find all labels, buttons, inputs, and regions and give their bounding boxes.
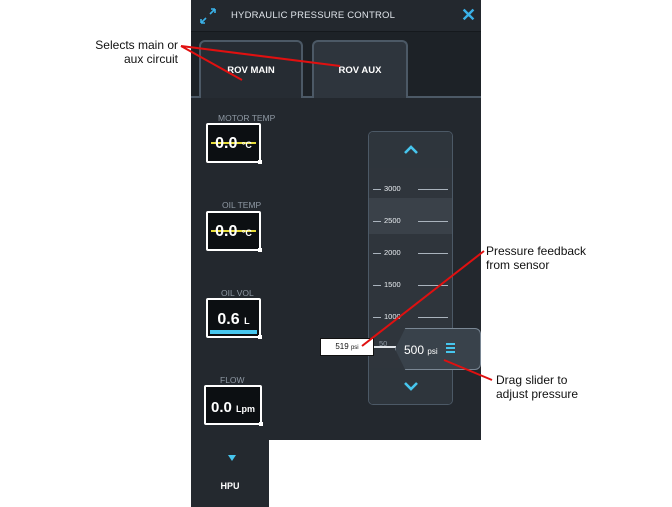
scale-tick: 2500 — [373, 216, 448, 226]
feedback-annotation-line2: from sensor — [486, 258, 550, 272]
slider-annotation: Drag slider to adjust pressure — [496, 373, 578, 401]
feedback-connector-line — [374, 346, 396, 348]
feedback-value: 519 — [335, 342, 349, 351]
pressure-feedback-box: 519 psi — [320, 338, 374, 356]
setpoint-value: 500 — [404, 343, 425, 357]
scale-tick: 1000 — [373, 312, 448, 322]
hpu-tab[interactable]: HPU — [191, 440, 269, 507]
slider-annotation-line1: Drag slider to — [496, 373, 568, 387]
oil-vol-value: 0.6 — [217, 311, 240, 328]
oil-vol-level — [210, 330, 257, 334]
hpu-label: HPU — [220, 481, 240, 491]
oil-temp-gauge: 0.0 °C — [206, 211, 262, 252]
motor-temp-value: 0.0 — [215, 135, 238, 152]
title-bar: HYDRAULIC PRESSURE CONTROL ✕ — [191, 0, 481, 32]
flow-gauge: 0.0 Lpm — [204, 385, 263, 426]
pressure-down-button[interactable] — [369, 368, 452, 404]
gauge-corner-dot — [258, 248, 262, 252]
oil-temp-label: OIL TEMP — [222, 200, 262, 210]
feedback-unit: psi — [350, 345, 359, 351]
scale-highlight-band — [369, 198, 452, 234]
feedback-annotation: Pressure feedback from sensor — [486, 244, 586, 272]
tabs-annotation-line2: aux circuit — [123, 52, 178, 66]
motor-temp-gauge: 0.0 °C — [206, 123, 262, 164]
scale-tick-label: 1500 — [384, 280, 401, 289]
scale-tick: 3000 — [373, 184, 448, 194]
tab-rov-aux[interactable]: ROV AUX — [312, 40, 408, 98]
setpoint-readout: 500 psi — [404, 343, 438, 357]
scale-tick-label: 2500 — [384, 216, 401, 225]
menu-icon[interactable] — [446, 343, 455, 353]
scale-tick: 2000 — [373, 248, 448, 258]
hydraulic-pressure-panel: HYDRAULIC PRESSURE CONTROL ✕ ROV MAIN RO… — [191, 0, 481, 440]
gauge-corner-dot — [259, 422, 263, 426]
pressure-up-button[interactable] — [369, 132, 452, 168]
oil-temp-line — [211, 230, 256, 232]
chevron-up-icon — [403, 145, 418, 154]
oil-vol-unit: L — [244, 316, 250, 326]
motor-temp-unit: °C — [241, 140, 252, 150]
tab-baseline-left — [191, 96, 199, 98]
close-icon[interactable]: ✕ — [461, 5, 477, 25]
oil-vol-gauge: 0.6 L — [206, 298, 262, 339]
gauge-corner-dot — [258, 335, 262, 339]
triangle-down-icon — [228, 455, 236, 461]
motor-temp-label: MOTOR TEMP — [218, 113, 276, 123]
flow-unit: Lpm — [236, 404, 256, 414]
feedback-annotation-line1: Pressure feedback — [486, 244, 587, 258]
setpoint-unit: psi — [427, 347, 438, 356]
oil-temp-value: 0.0 — [215, 223, 238, 240]
tab-rov-main[interactable]: ROV MAIN — [199, 40, 303, 98]
tabs-annotation: Selects main or aux circuit — [93, 38, 178, 66]
expand-arrows-icon[interactable] — [199, 7, 217, 25]
tabs-annotation-line1: Selects main or — [95, 38, 178, 52]
tab-rov-aux-label: ROV AUX — [338, 64, 382, 76]
gauge-corner-dot — [258, 160, 262, 164]
scale-tick-label: 1000 — [384, 312, 401, 321]
slider-annotation-line2: adjust pressure — [496, 387, 579, 401]
flow-label: FLOW — [220, 375, 245, 385]
tab-baseline-mid — [303, 96, 312, 98]
tab-baseline-right — [408, 96, 481, 98]
motor-temp-line — [211, 142, 256, 144]
scale-tick: 1500 — [373, 280, 448, 290]
oil-temp-unit: °C — [241, 228, 252, 238]
circuit-tab-row: ROV MAIN ROV AUX — [191, 32, 481, 98]
oil-vol-label: OIL VOL — [221, 288, 254, 298]
tab-rov-main-label: ROV MAIN — [227, 64, 275, 76]
scale-tick-label: 3000 — [384, 184, 401, 193]
flow-value: 0.0 — [210, 399, 232, 416]
window-title: HYDRAULIC PRESSURE CONTROL — [231, 10, 396, 21]
scale-tick-label: 2000 — [384, 248, 401, 257]
chevron-down-icon — [403, 382, 418, 391]
